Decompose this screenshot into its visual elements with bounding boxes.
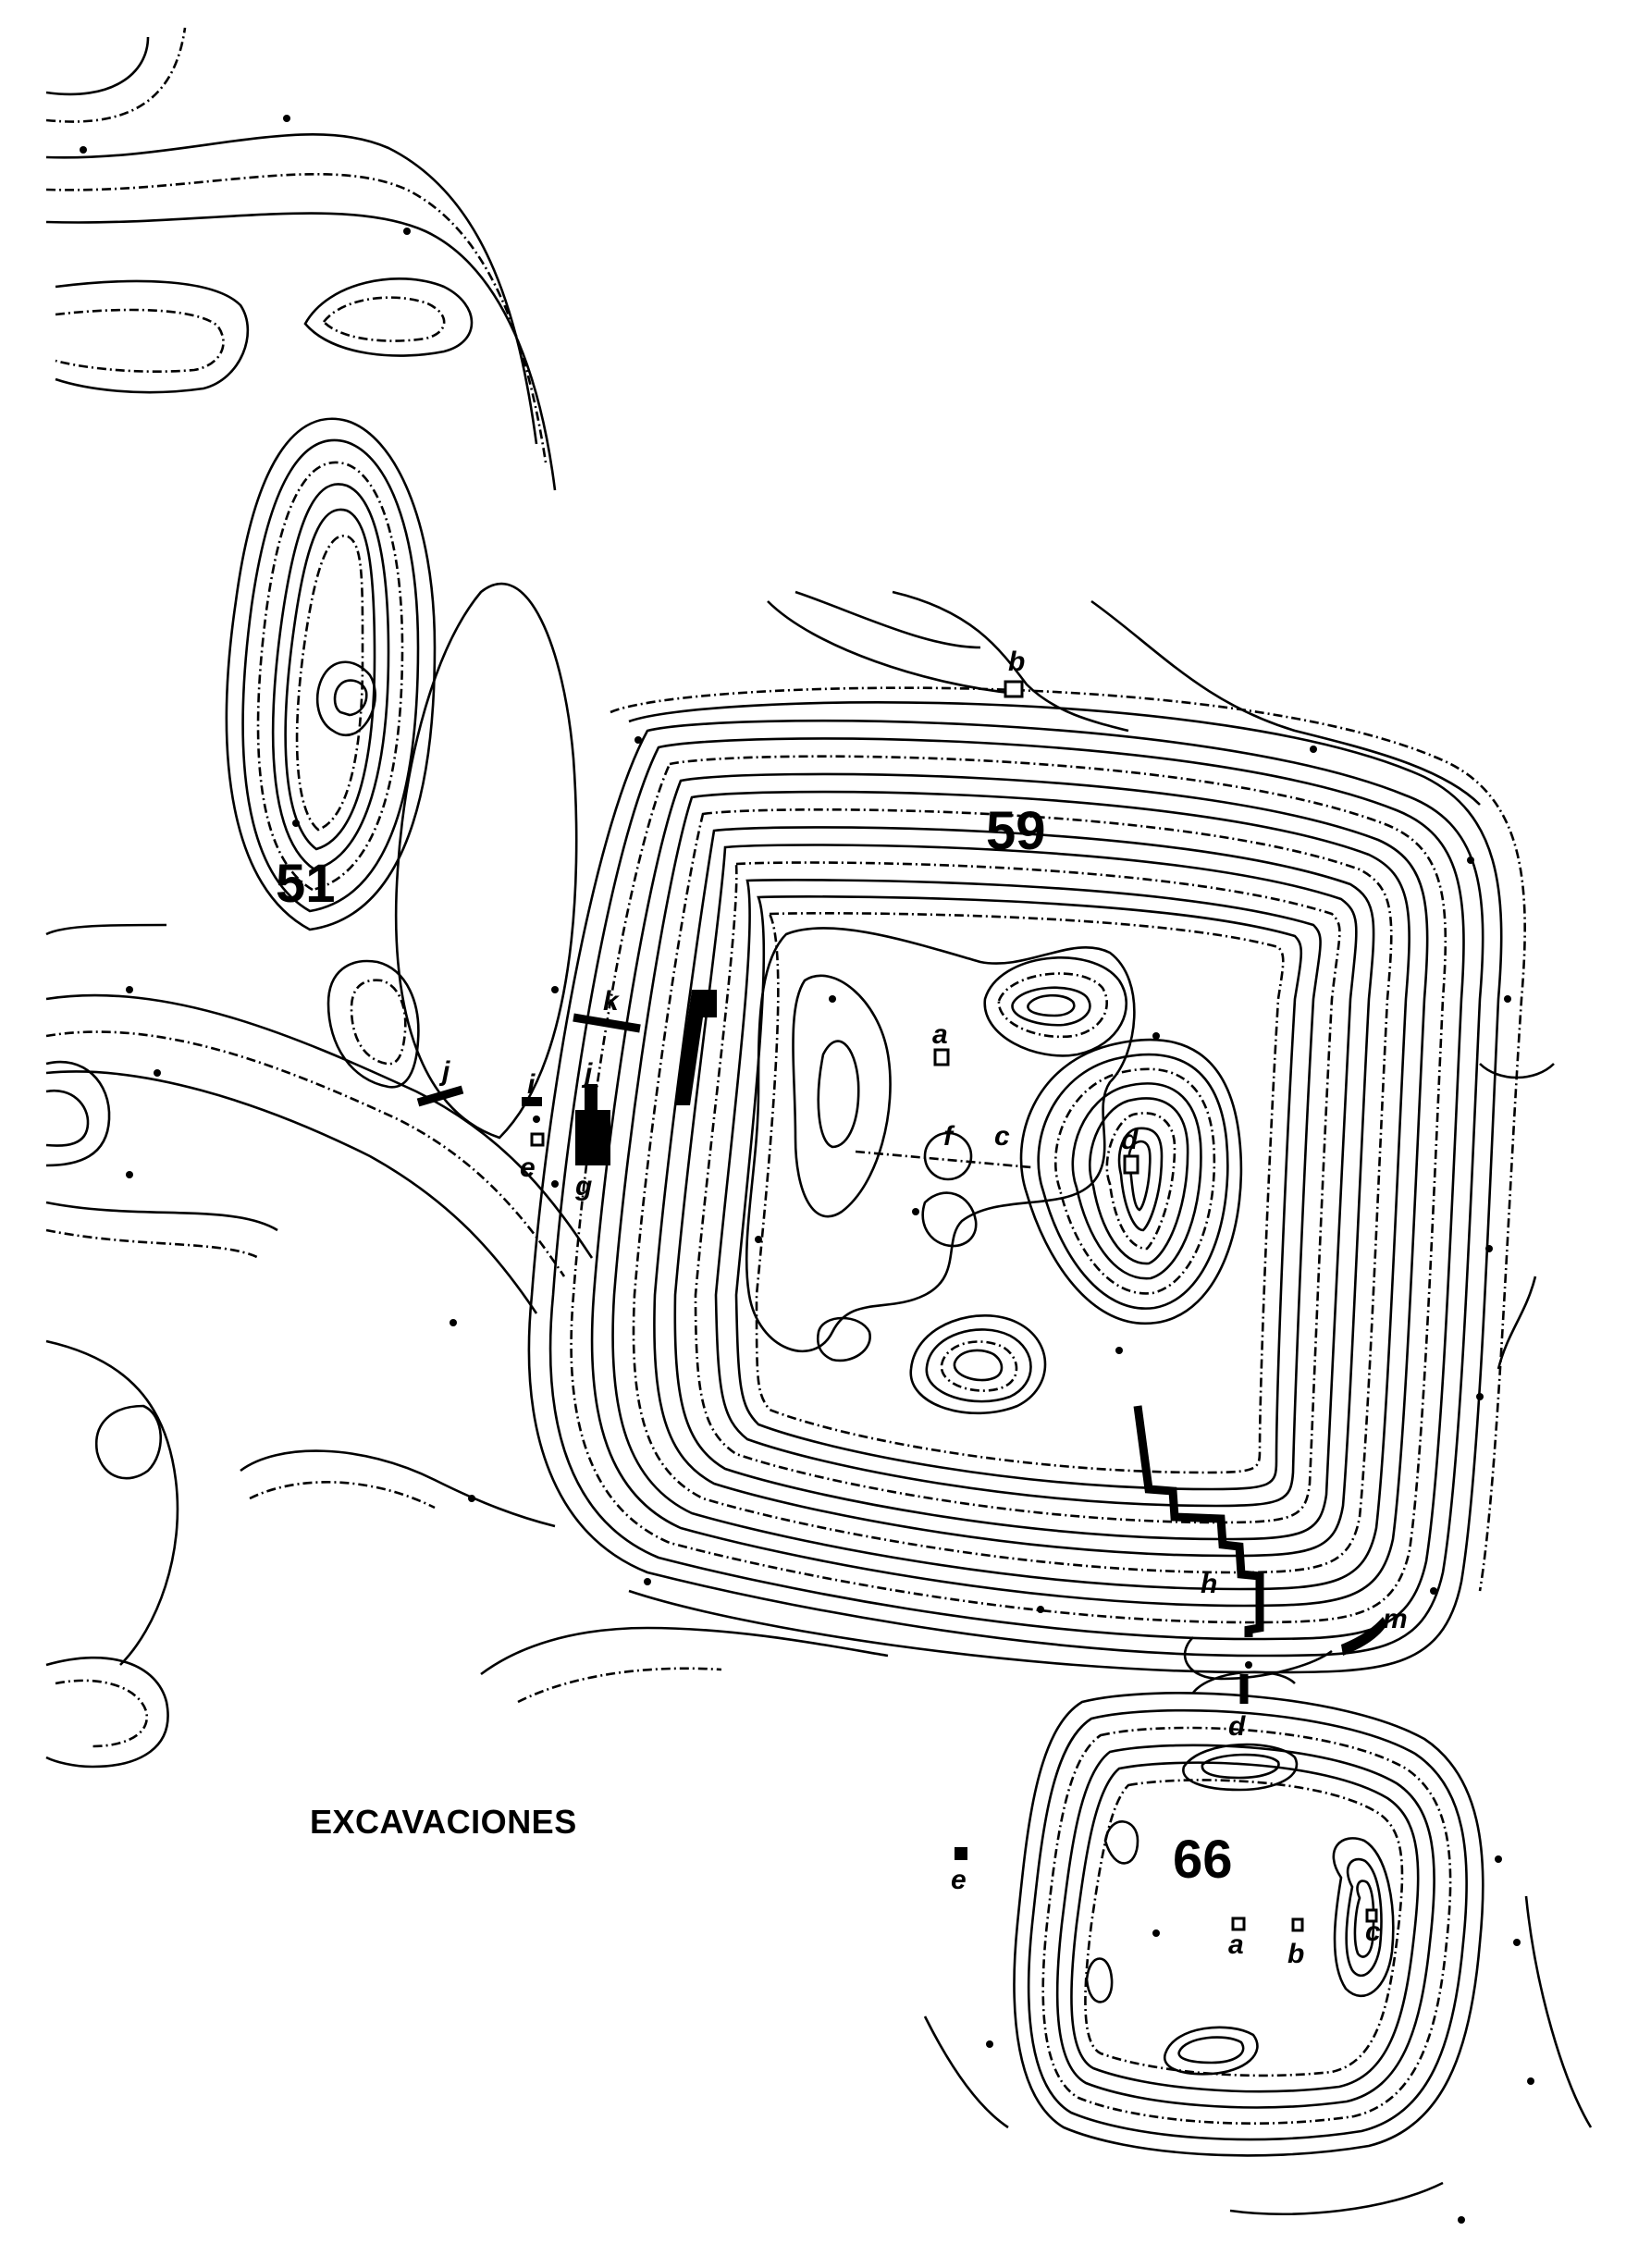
- map-title: EXCAVACIONES: [310, 1803, 577, 1841]
- mound-label-51: 51: [276, 854, 336, 914]
- trench-i: [522, 1097, 542, 1106]
- pit-c-66: [1365, 1908, 1378, 1923]
- trench-m: [1341, 1617, 1387, 1656]
- label-f: f: [943, 1121, 955, 1152]
- label-d: d: [1121, 1125, 1139, 1155]
- mound-labels: 51 59 66: [276, 801, 1233, 1890]
- label-j-51: j: [438, 1056, 450, 1087]
- label-e-66: e: [951, 1865, 967, 1895]
- trench-k: [573, 1013, 641, 1033]
- pit-f: [923, 1131, 973, 1181]
- label-h: h: [1201, 1569, 1217, 1599]
- label-b-59: b: [1008, 647, 1025, 677]
- pit-e-66: [955, 1847, 967, 1860]
- mound-59-contours: [527, 686, 1526, 1674]
- trench-j-51: [416, 1085, 464, 1107]
- label-m: m: [1383, 1604, 1408, 1634]
- label-a-66: a: [1228, 1929, 1244, 1960]
- trench-h: [1133, 1405, 1264, 1637]
- label-e: e: [520, 1152, 536, 1183]
- label-j: j: [581, 1058, 593, 1089]
- mound-51-contours: [225, 417, 578, 1140]
- pit-b: [1004, 680, 1024, 698]
- pit-d: [1123, 1154, 1139, 1175]
- trench-j: [585, 1084, 597, 1114]
- label-c-66: c: [1365, 1917, 1381, 1947]
- survey-points: [80, 115, 1534, 2224]
- label-k: k: [603, 986, 620, 1017]
- mound-label-59: 59: [986, 801, 1046, 861]
- trench-l: [675, 990, 717, 1105]
- mound-label-66: 66: [1173, 1830, 1233, 1890]
- trench-g: [575, 1110, 610, 1165]
- excavation-letter-labels: b k j i j e g a f c d h m d e a b c: [438, 647, 1408, 1969]
- label-c: c: [994, 1121, 1010, 1152]
- label-g: g: [574, 1171, 592, 1202]
- pit-a-66: [1231, 1917, 1246, 1931]
- pit-e: [530, 1132, 545, 1147]
- excavation-units: [416, 680, 1387, 1932]
- label-i: i: [527, 1069, 536, 1100]
- pit-a: [933, 1048, 950, 1066]
- terrain-contours: [45, 27, 1593, 2216]
- label-d-66: d: [1228, 1711, 1246, 1742]
- label-a: a: [932, 1019, 948, 1050]
- pit-b-66: [1291, 1917, 1304, 1932]
- mound-66-contours: [1013, 1636, 1484, 2157]
- label-b-66: b: [1287, 1939, 1304, 1969]
- trench-c: [855, 1150, 1032, 1169]
